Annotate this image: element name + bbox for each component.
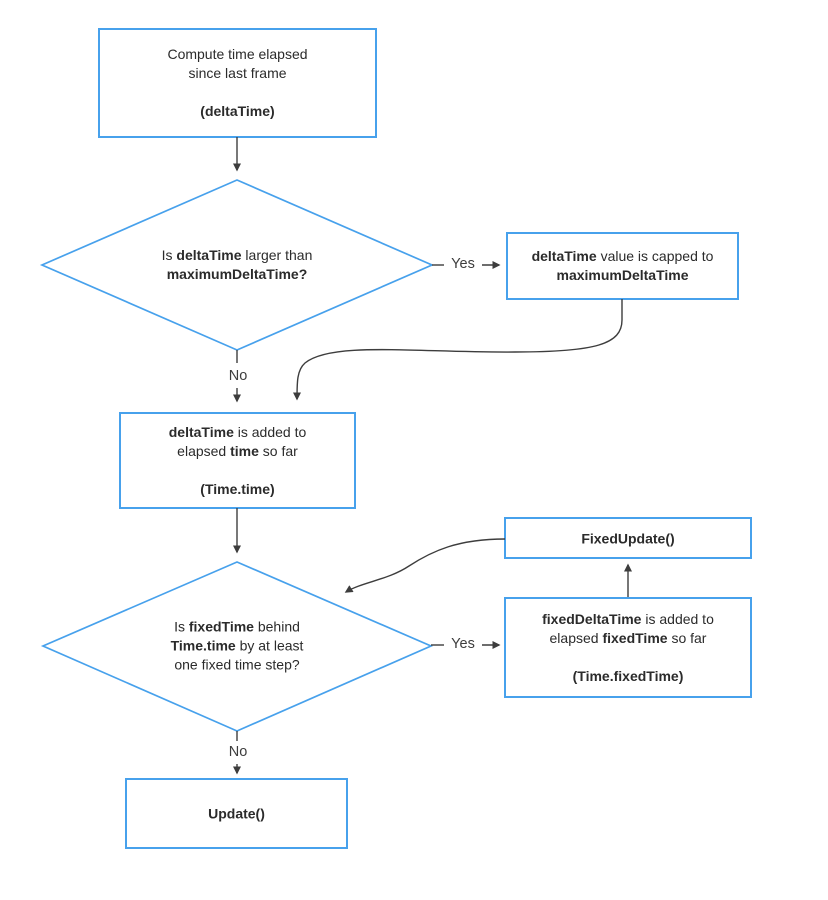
edge-label-yes-fixed: Yes — [451, 636, 475, 652]
node-text-update: Update() — [208, 805, 265, 821]
node-text-fixed-update: FixedUpdate() — [581, 530, 675, 546]
node-box-update — [125, 778, 348, 849]
arrow-cap-box-to-add-delta-box — [293, 299, 623, 401]
node-box-fixed-update — [504, 517, 752, 559]
edge-label-no-cap: No — [228, 368, 248, 384]
node-box-compute-delta-time — [98, 28, 377, 138]
edge-label-no-fixed: No — [228, 744, 248, 760]
edge-label-yes-cap: Yes — [451, 256, 475, 272]
arrow-fixed-update-to-decision2 — [344, 538, 506, 593]
node-box-add-delta-to-time — [119, 412, 356, 509]
node-box-add-fixed-delta — [504, 597, 752, 698]
node-box-cap-delta-time — [506, 232, 739, 300]
